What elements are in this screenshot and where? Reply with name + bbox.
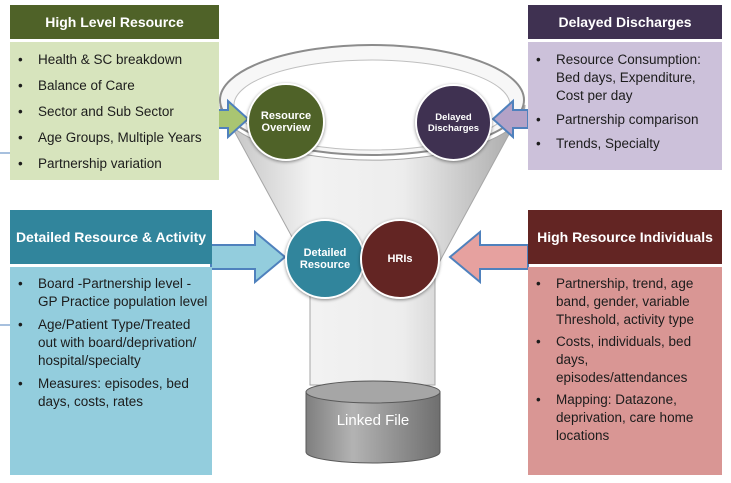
hri-body: Partnership, trend, age band, gender, va…	[528, 267, 722, 475]
delayed-discharges-label: Delayed Discharges	[427, 111, 480, 134]
resource-overview-label: Resource Overview	[260, 110, 312, 134]
high-level-header: High Level Resource	[10, 5, 219, 39]
list-item: Mapping: Datazone, deprivation, care hom…	[528, 391, 722, 445]
detailed-title: Detailed Resource & Activity	[15, 229, 207, 245]
delayed-title: Delayed Discharges	[558, 14, 692, 30]
list-item: Board -Partnership level - GP Practice p…	[10, 275, 212, 311]
list-item: Resource Consumption: Bed days, Expendit…	[528, 51, 722, 105]
delayed-discharges-circle: Delayed Discharges	[415, 84, 492, 161]
list-item: Costs, individuals, bed days, episodes/a…	[528, 333, 722, 387]
detailed-header: Detailed Resource & Activity	[10, 210, 212, 264]
delayed-header: Delayed Discharges	[528, 5, 722, 39]
list-item: Partnership, trend, age band, gender, va…	[528, 275, 722, 329]
detailed-body: Board -Partnership level - GP Practice p…	[10, 267, 212, 475]
list-item: Sector and Sub Sector	[10, 103, 219, 121]
delayed-body: Resource Consumption: Bed days, Expendit…	[528, 42, 722, 170]
list-item: Health & SC breakdown	[10, 51, 219, 69]
resource-overview-circle: Resource Overview	[247, 83, 325, 161]
list-item: Partnership comparison	[528, 111, 722, 129]
list-item: Age Groups, Multiple Years	[10, 129, 219, 147]
hri-title: High Resource Individuals	[537, 229, 713, 245]
list-item: Balance of Care	[10, 77, 219, 95]
list-item: Partnership variation	[10, 155, 219, 173]
detailed-resource-label: Detailed Resource	[299, 247, 351, 271]
hri-header: High Resource Individuals	[528, 210, 722, 264]
linked-file-label: Linked File	[336, 412, 410, 429]
detailed-resource-circle: Detailed Resource	[285, 219, 365, 299]
arrow-hri	[448, 229, 529, 285]
high-level-body: Health & SC breakdown Balance of Care Se…	[10, 42, 219, 180]
list-item: Measures: episodes, bed days, costs, rat…	[10, 375, 212, 411]
list-item: Age/Patient Type/Treated out with board/…	[10, 316, 212, 370]
linked-file-cylinder	[305, 380, 441, 464]
arrow-high-level	[217, 98, 250, 140]
arrow-delayed	[491, 98, 529, 140]
high-level-title: High Level Resource	[45, 14, 184, 30]
list-item: Trends, Specialty	[528, 135, 722, 153]
hris-circle: HRIs	[360, 219, 440, 299]
hris-label: HRIs	[387, 253, 413, 265]
arrow-detailed	[210, 229, 287, 285]
